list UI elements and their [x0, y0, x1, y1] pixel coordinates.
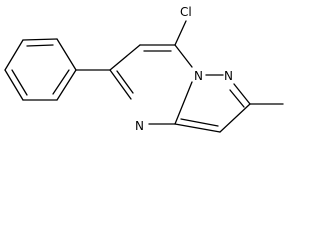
- bond-c5-n4: [109, 69, 132, 100]
- bond-ph-4: [4, 69, 24, 101]
- bond-c3-c3a-inner: [180, 118, 219, 127]
- bond-ph-4-inner: [11, 69, 28, 96]
- atom-nitrogen-pyrazole-label: N: [224, 69, 233, 83]
- bond-ph-6-inner: [52, 69, 70, 95]
- atom-nitrogen-pyrimidine-label: N: [135, 119, 144, 133]
- bond-ph-1: [56, 38, 77, 71]
- bond-c3-c3a: [174, 123, 221, 133]
- structure-diagram: Cl N N N: [4, 5, 284, 133]
- bond-c2-c3: [219, 103, 251, 133]
- bond-c7-n-bridge: [174, 44, 193, 68]
- bond-ph-2: [22, 38, 58, 41]
- atom-nitrogen-bridge-label: N: [194, 69, 203, 83]
- bond-c5-n4-inner: [116, 70, 134, 94]
- molecule-drawing: Cl N N N: [4, 5, 284, 133]
- bond-n2-c2-inner: [229, 89, 245, 108]
- atom-chlorine-label: Cl: [180, 5, 192, 19]
- phenyl-ring: [4, 38, 77, 101]
- pyrazole-ring: [174, 74, 251, 133]
- pyrimidine-ring: [109, 44, 193, 125]
- bond-c3a-n-bridge: [174, 81, 193, 125]
- bond-ph-3: [4, 39, 24, 71]
- bond-c7-cl: [174, 20, 187, 46]
- bond-ph-6: [56, 69, 77, 101]
- bond-ph-2-inner: [26, 44, 54, 47]
- bond-n2-c2: [233, 83, 251, 105]
- bond-c5-c6: [109, 44, 141, 71]
